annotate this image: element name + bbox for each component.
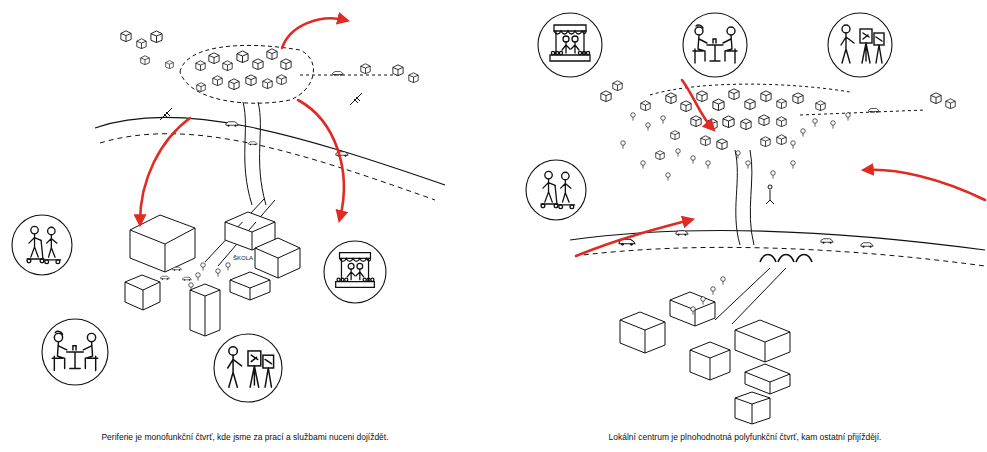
- local-centre-sketch: [526, 13, 985, 424]
- caption-text: Lokální centrum je plnohodnotná polyfunk…: [609, 432, 882, 442]
- building-sign: ŠKOLA: [232, 255, 254, 262]
- periphery-sketch: [12, 18, 445, 402]
- caption-text: Periferie je monofunkční čtvrť, kde jsme…: [101, 432, 388, 442]
